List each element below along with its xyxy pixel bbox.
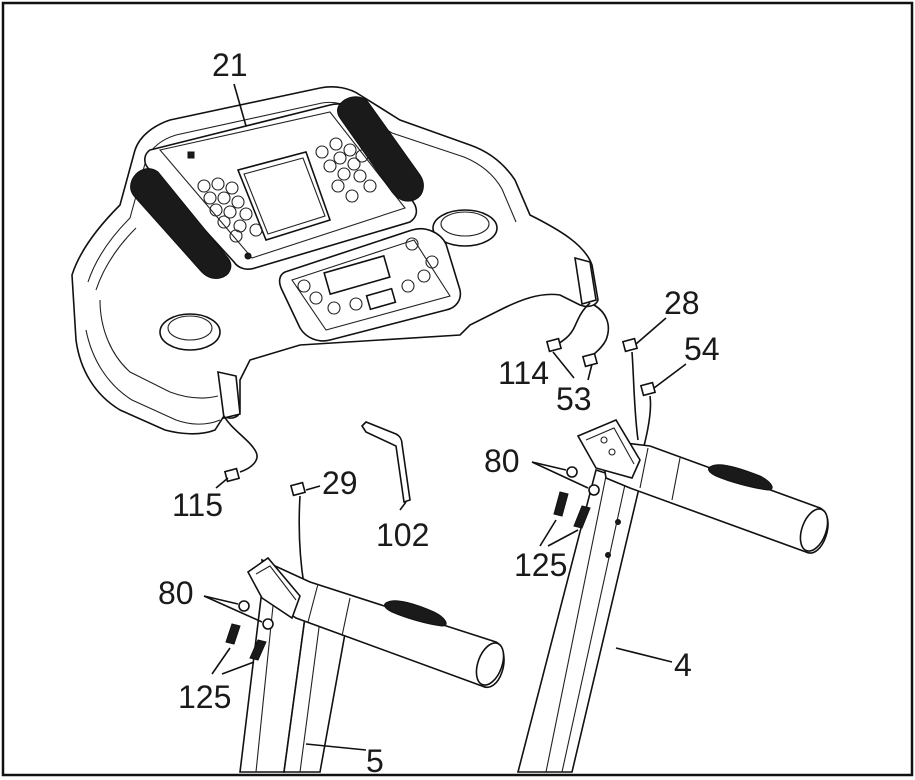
bolt-right-1 xyxy=(553,491,569,517)
label-80-left: 80 xyxy=(158,575,194,611)
allen-wrench xyxy=(360,421,411,504)
left-upright xyxy=(239,556,505,773)
left-pulse-sensor xyxy=(384,600,447,627)
right-cup-holder xyxy=(432,209,498,247)
wire-54 xyxy=(643,395,652,447)
left-grip xyxy=(130,168,232,279)
connector-29 xyxy=(289,481,307,497)
washer-right-1 xyxy=(566,466,578,478)
console-left-bracket xyxy=(217,370,241,419)
console-right-bracket xyxy=(574,256,597,306)
washer-left-2 xyxy=(262,618,274,630)
connector-114 xyxy=(545,337,563,353)
left-upright-bracket xyxy=(246,556,301,620)
connector-115 xyxy=(223,467,241,483)
washer-left-1 xyxy=(238,600,250,612)
label-125-left: 125 xyxy=(178,679,231,715)
label-28: 28 xyxy=(664,285,700,321)
right-pulse-sensor xyxy=(708,464,773,491)
console-screen xyxy=(236,151,332,241)
right-upright xyxy=(516,418,829,773)
wire-right-console-a xyxy=(557,302,591,345)
left-cup-holder xyxy=(159,313,221,351)
wire-right-console-b xyxy=(591,304,610,357)
left-button-cluster xyxy=(197,177,263,243)
label-102: 102 xyxy=(376,517,429,553)
label-114: 114 xyxy=(498,355,549,391)
right-upright-bracket xyxy=(576,418,641,479)
washer-right-2 xyxy=(588,484,600,496)
left-fasteners xyxy=(203,595,274,675)
control-pad-buttons xyxy=(297,237,439,315)
right-grip xyxy=(337,96,424,202)
wire-28 xyxy=(631,351,639,441)
control-pad-display xyxy=(323,254,391,296)
console-assembly xyxy=(71,86,599,435)
label-5: 5 xyxy=(366,743,384,779)
bolt-left-1 xyxy=(225,623,241,645)
connector-54 xyxy=(639,381,657,397)
right-fasteners xyxy=(531,461,600,547)
label-115: 115 xyxy=(172,487,223,523)
label-4: 4 xyxy=(674,647,692,683)
label-21: 21 xyxy=(212,47,248,83)
bolt-left-2 xyxy=(249,639,267,661)
label-125-right: 125 xyxy=(514,547,567,583)
console-wires xyxy=(223,302,610,483)
leader-lines xyxy=(215,83,687,751)
bolt-right-2 xyxy=(573,505,591,529)
wire-left-console xyxy=(223,415,258,473)
label-29: 29 xyxy=(322,465,358,501)
label-80-right: 80 xyxy=(484,443,520,479)
label-53: 53 xyxy=(556,381,592,417)
console-indicator xyxy=(187,151,195,159)
callout-labels: 21 114 53 28 54 80 125 115 29 102 80 125… xyxy=(158,47,720,779)
right-button-cluster xyxy=(315,137,377,203)
wire-29 xyxy=(298,495,305,586)
control-pad xyxy=(278,228,462,342)
connector-28 xyxy=(621,337,639,353)
connector-53 xyxy=(581,352,599,368)
label-54: 54 xyxy=(684,331,720,367)
